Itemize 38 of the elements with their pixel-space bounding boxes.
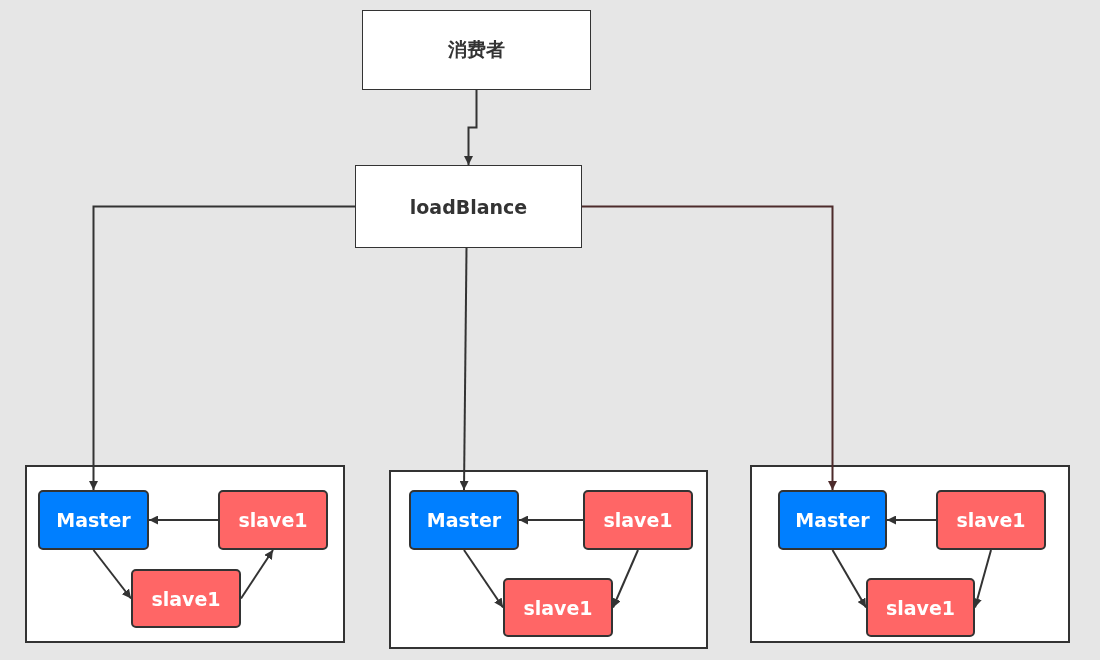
cluster-box <box>25 465 345 643</box>
arrow <box>464 89 478 166</box>
process-box <box>355 165 582 248</box>
node-label: Master <box>56 509 131 531</box>
slave-box <box>218 490 328 550</box>
node-label: slave1 <box>603 509 673 531</box>
master-box <box>38 490 149 550</box>
node-label: slave1 <box>238 509 308 531</box>
node-label: loadBlance <box>409 195 528 218</box>
slave-box <box>583 490 693 550</box>
node-label: slave1 <box>151 587 221 610</box>
slave-box <box>936 490 1046 550</box>
arrow <box>886 515 937 525</box>
arrow <box>581 205 837 491</box>
cluster-box <box>389 470 708 649</box>
arrow <box>89 205 356 491</box>
slave-box <box>866 578 975 637</box>
arrow <box>973 549 992 609</box>
cluster-box <box>750 465 1070 643</box>
slave-box <box>131 569 241 628</box>
node-label: slave1 <box>956 509 1026 531</box>
node-label: Master <box>795 509 870 531</box>
arrow <box>831 549 867 609</box>
arrow <box>92 549 132 600</box>
arrow <box>463 549 504 609</box>
arrow <box>612 549 639 609</box>
node-label: Master <box>426 509 502 531</box>
arrow <box>148 515 219 525</box>
master-box <box>778 490 887 550</box>
process-box <box>362 10 591 90</box>
arrow <box>459 247 469 491</box>
arrow <box>240 549 274 600</box>
node-label: slave1 <box>523 596 593 619</box>
master-box <box>409 490 519 550</box>
node-label: slave1 <box>885 596 956 619</box>
node-label: 消费者 <box>448 37 505 62</box>
slave-box <box>503 578 613 637</box>
arrow <box>518 515 584 525</box>
